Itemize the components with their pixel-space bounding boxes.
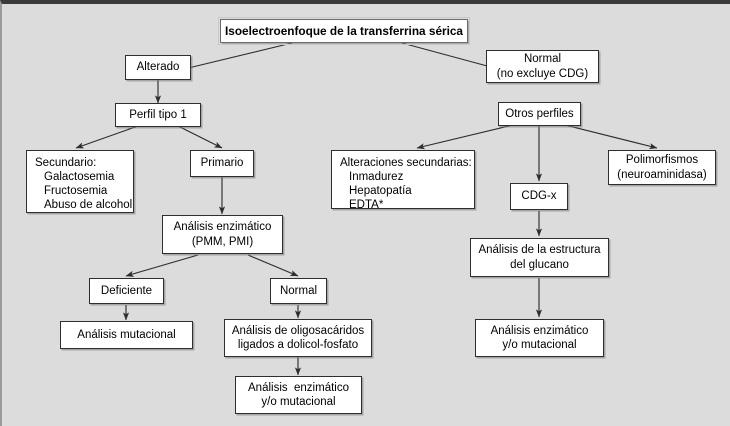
node-normal-cdg-line-1: (no excluye CDG) bbox=[496, 67, 589, 80]
edge-enzimatico-deficiente bbox=[125, 254, 199, 277]
node-analisis-enzimatico-mutacional-abajo: Análisis enzimático y/o mutacional bbox=[235, 376, 362, 414]
node-enzimatico-line-1: (PMM, PMI) bbox=[191, 235, 254, 248]
node-estructura-line-1: del glucano bbox=[510, 258, 569, 271]
node-perfil-tipo-1: Perfil tipo 1 bbox=[115, 103, 201, 127]
edge-enzimatico-normal2 bbox=[247, 254, 299, 277]
node-normal: Normal bbox=[270, 278, 327, 304]
node-enzimatico-line-0: Análisis enzimático bbox=[173, 221, 272, 234]
node-normal2-line-0: Normal bbox=[279, 284, 318, 297]
node-title: Isoelectroenfoque de la transferrina sér… bbox=[218, 17, 470, 45]
node-primario: Primario bbox=[190, 150, 254, 177]
node-enzmut-b-line-0: Análisis enzimático bbox=[248, 381, 349, 394]
edge-otros-altsec bbox=[416, 124, 514, 150]
node-altsec-line-0: Alteraciones secundarias: bbox=[340, 157, 472, 169]
node-mutacional-line-0: Análisis mutacional bbox=[77, 328, 176, 341]
edge-perfil1-secundario bbox=[75, 125, 139, 149]
node-perfil1-line-0: Perfil tipo 1 bbox=[129, 108, 187, 121]
node-otros-line-0: Otros perfiles bbox=[505, 107, 574, 120]
node-cdg-x: CDG-x bbox=[510, 183, 568, 210]
node-secundario-line-0: Secundario: bbox=[35, 157, 97, 169]
node-altsec-line-3: EDTA* bbox=[349, 199, 384, 212]
node-enzmut-r-line-0: Análisis enzimático bbox=[490, 324, 589, 337]
node-enzmut-r-line-1: y/o mutacional bbox=[502, 339, 577, 351]
node-alterado-line-0: Alterado bbox=[136, 61, 180, 74]
node-otros-perfiles: Otros perfiles bbox=[498, 102, 581, 126]
node-oligo-line-0: Análisis de oligosacáridos bbox=[231, 324, 365, 337]
edge-perfil1-primario bbox=[177, 125, 223, 149]
node-analisis-enzimatico-pmm-pmi: Análisis enzimático (PMM, PMI) bbox=[162, 215, 283, 254]
node-altsec-line-1: Inmadurez bbox=[349, 171, 404, 184]
node-secundario-line-2: Fructosemia bbox=[44, 185, 108, 198]
node-primario-line-0: Primario bbox=[200, 157, 244, 170]
node-normal-no-excluye-cdg: Normal (no excluye CDG) bbox=[486, 50, 599, 83]
node-cdgx-line-0: CDG-x bbox=[521, 190, 557, 203]
node-analisis-mutacional: Análisis mutacional bbox=[60, 321, 193, 349]
flowchart-connectors bbox=[75, 42, 658, 376]
node-alterado: Alterado bbox=[125, 55, 191, 80]
node-secundario-line-1: Galactosemia bbox=[44, 171, 115, 184]
edge-otros-polimorfismos bbox=[564, 124, 658, 150]
node-polimorfismos-line-0: Polimorfismos bbox=[625, 154, 699, 167]
node-deficiente-line-0: Deficiente bbox=[100, 284, 153, 297]
edge-title-alterado bbox=[179, 42, 293, 72]
node-estructura-line-0: Análisis de la estructura bbox=[478, 244, 601, 257]
node-polimorfismos: Polimorfismos (neuroaminidasa) bbox=[608, 150, 716, 185]
node-altsec-line-2: Hepatopatía bbox=[349, 185, 412, 198]
node-secundario: Secundario: Galactosemia Fructosemia Abu… bbox=[26, 150, 134, 213]
node-analisis-oligosacaridos: Análisis de oligosacáridos ligados a dol… bbox=[224, 319, 372, 357]
node-polimorfismos-line-1: (neuroaminidasa) bbox=[617, 168, 707, 181]
node-oligo-line-1: ligados a dolicol-fosfato bbox=[237, 339, 359, 351]
node-secundario-line-3: Abuso de alcohol bbox=[44, 199, 133, 212]
node-normal-cdg-line-0: Normal bbox=[523, 53, 562, 66]
node-analisis-enzimatico-mutacional-derecha: Análisis enzimático y/o mutacional bbox=[475, 319, 604, 357]
node-analisis-estructura-glucano: Análisis de la estructura del glucano bbox=[470, 238, 609, 277]
node-enzmut-b-line-1: y/o mutacional bbox=[261, 396, 336, 408]
node-title-line-0: Isoelectroenfoque de la transferrina sér… bbox=[225, 23, 463, 38]
node-alteraciones-secundarias: Alteraciones secundarias: Inmadurez Hepa… bbox=[331, 150, 475, 212]
node-deficiente: Deficiente bbox=[89, 278, 164, 304]
